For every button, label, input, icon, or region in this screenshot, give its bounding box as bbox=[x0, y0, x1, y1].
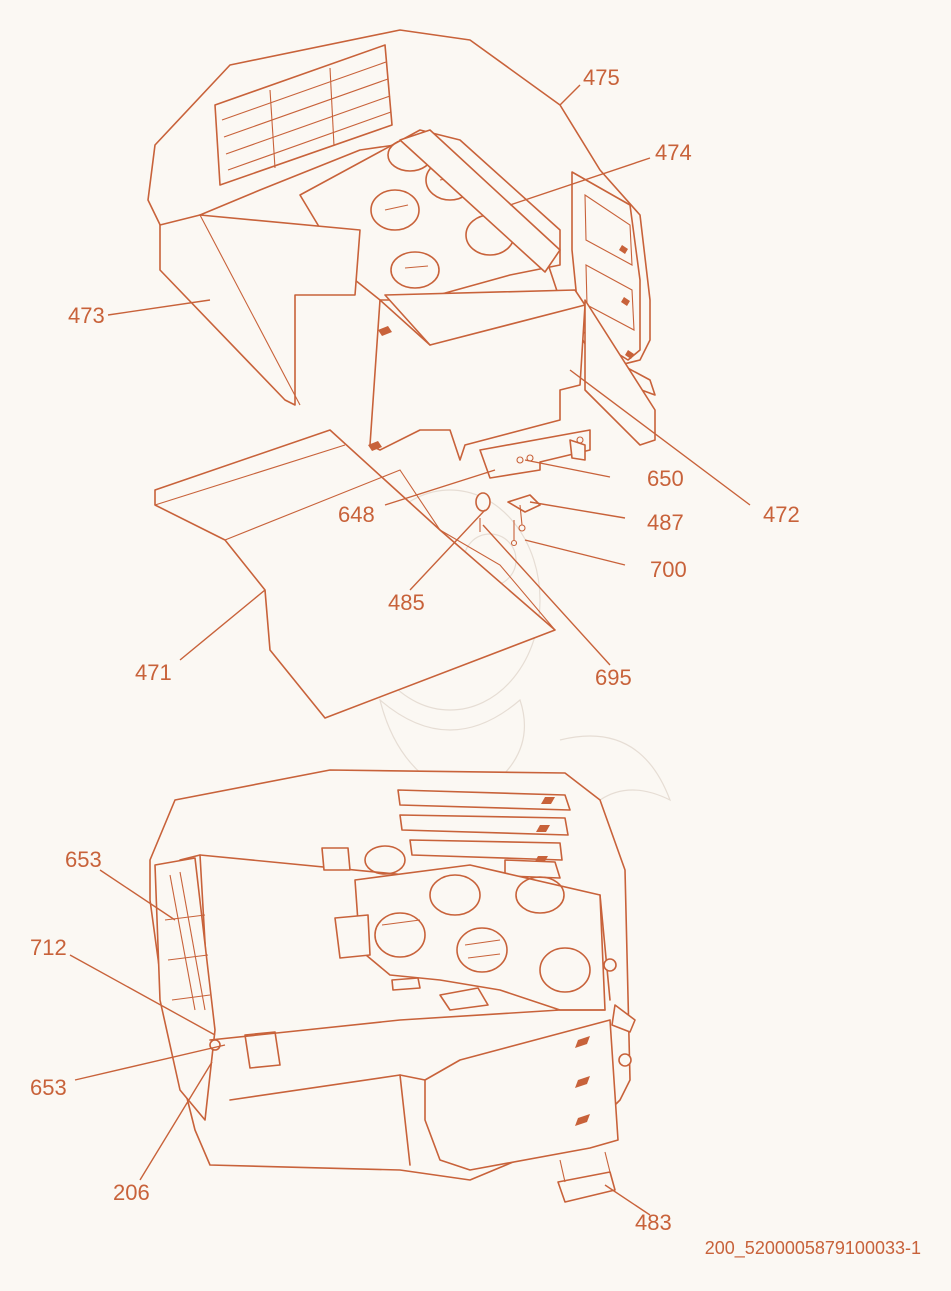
callout-700: 700 bbox=[650, 557, 687, 582]
callout-471: 471 bbox=[135, 660, 172, 685]
callout-473: 473 bbox=[68, 303, 105, 328]
divider-strip bbox=[399, 129, 561, 273]
callout-474: 474 bbox=[655, 140, 692, 165]
louvre-3 bbox=[409, 839, 563, 861]
handle-483 bbox=[557, 1171, 616, 1203]
handle-upper bbox=[504, 859, 561, 879]
left-side-grille bbox=[154, 857, 216, 1121]
leader-lines bbox=[69, 84, 751, 1216]
grille-slats bbox=[221, 61, 392, 171]
lower-housing-assembly bbox=[149, 769, 636, 1203]
roller-485 bbox=[475, 492, 491, 512]
callout-653-upper: 653 bbox=[65, 847, 102, 872]
louvre-1 bbox=[397, 789, 571, 811]
callout-472: 472 bbox=[763, 502, 800, 527]
callout-712: 712 bbox=[30, 935, 67, 960]
perforated-plates bbox=[244, 847, 489, 1069]
document-code: 200_5200005879100033-1 bbox=[704, 1238, 921, 1258]
callout-487: 487 bbox=[647, 510, 684, 535]
louvre-2 bbox=[399, 814, 569, 836]
callout-labels: 475 474 473 472 650 648 487 700 485 695 … bbox=[30, 65, 800, 1235]
upper-housing-assembly bbox=[147, 29, 656, 719]
latch-487 bbox=[507, 494, 541, 513]
side-panel-473 bbox=[159, 214, 361, 406]
callout-483: 483 bbox=[635, 1210, 672, 1235]
callout-695: 695 bbox=[595, 665, 632, 690]
inner-baffle-lower bbox=[354, 864, 606, 1011]
callout-206: 206 bbox=[113, 1180, 150, 1205]
callout-653-lower: 653 bbox=[30, 1075, 67, 1100]
bottom-tray-471 bbox=[154, 429, 556, 719]
service-panel bbox=[424, 1019, 619, 1171]
callout-485: 485 bbox=[388, 590, 425, 615]
front-grille bbox=[214, 44, 393, 186]
callout-648: 648 bbox=[338, 502, 375, 527]
callout-475: 475 bbox=[583, 65, 620, 90]
hinge-bracket-650 bbox=[479, 429, 591, 479]
callout-650: 650 bbox=[647, 466, 684, 491]
